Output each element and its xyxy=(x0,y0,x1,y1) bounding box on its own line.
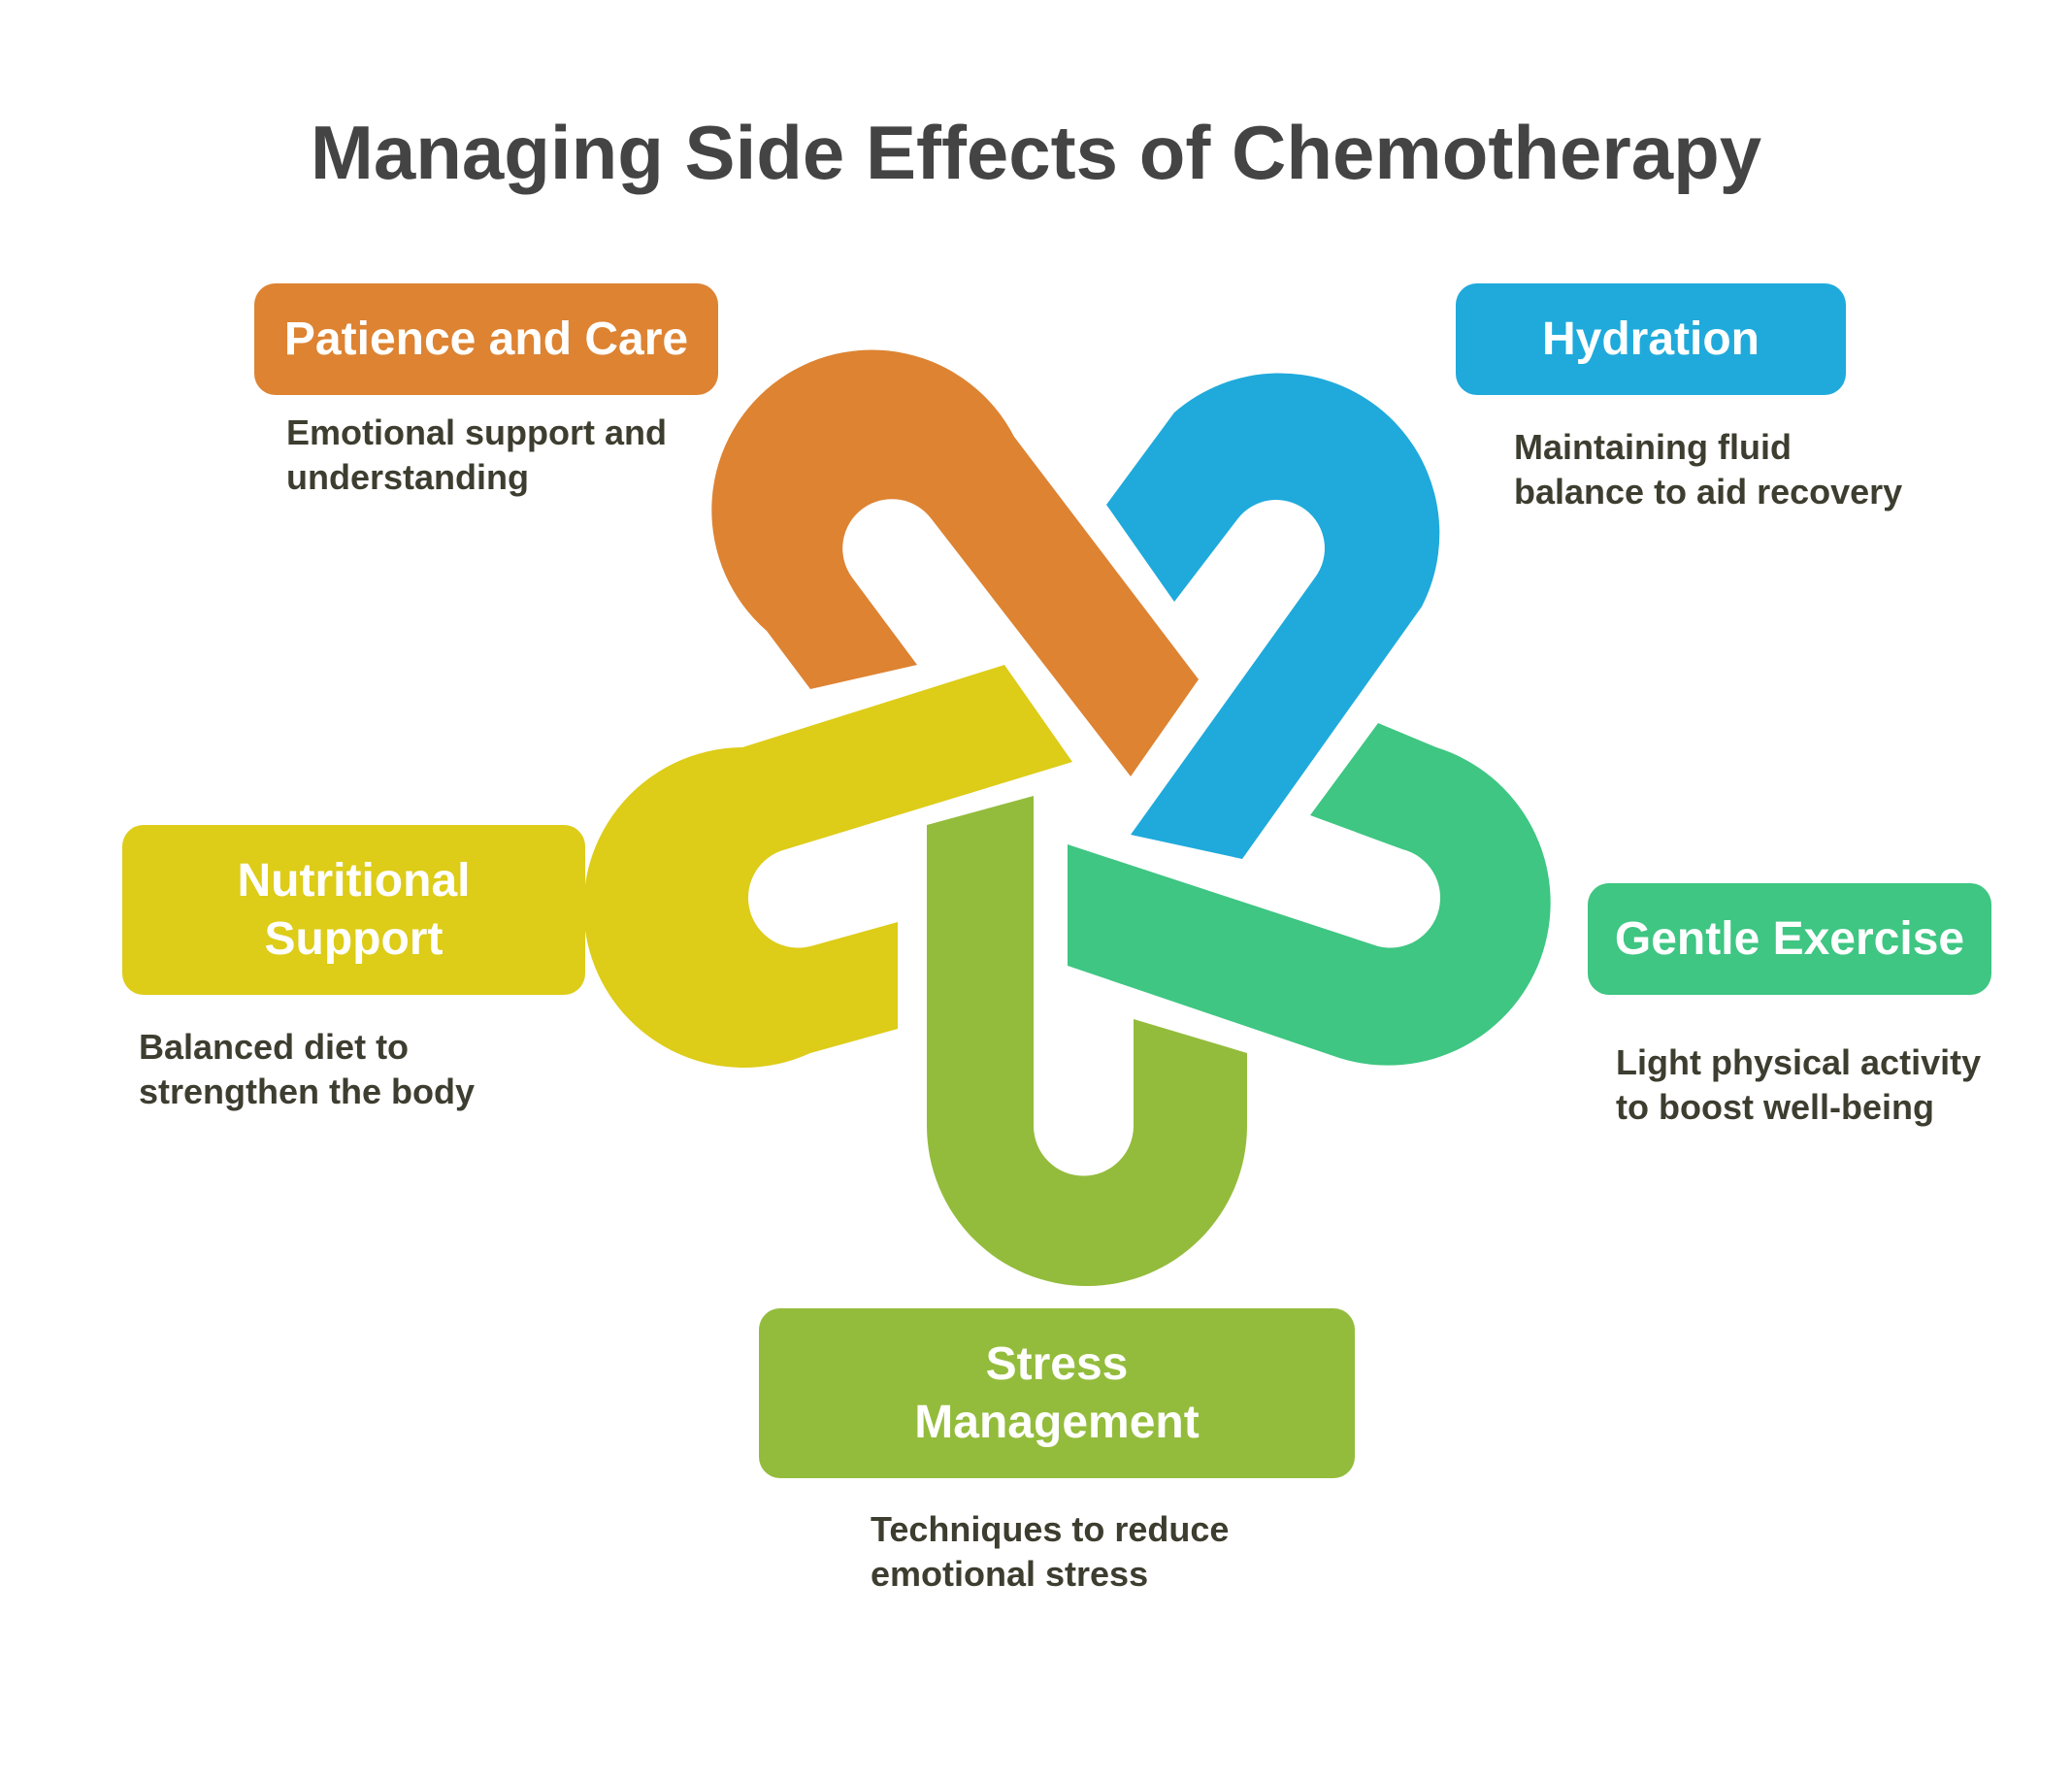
label-line: Support xyxy=(264,912,444,965)
loop-stress xyxy=(927,796,1247,1286)
loop-patience xyxy=(711,349,1199,776)
label-line: Gentle Exercise xyxy=(1614,912,1965,965)
desc-patience-and-care: Emotional support and understanding xyxy=(286,411,667,500)
label-line: Patience and Care xyxy=(283,313,689,365)
label-patience-and-care: Patience and Care xyxy=(254,283,718,395)
desc-nutritional-support: Balanced diet to strengthen the body xyxy=(139,1025,475,1114)
description-line: emotional stress xyxy=(871,1554,1149,1594)
label-line: Nutritional xyxy=(237,854,471,907)
description-line: strengthen the body xyxy=(139,1072,476,1111)
description-line: balance to aid recovery xyxy=(1514,472,1903,511)
description-line: understanding xyxy=(286,457,529,497)
label-line: Stress xyxy=(985,1337,1129,1390)
desc-hydration: Maintaining fluid balance to aid recovery xyxy=(1514,425,1902,514)
description-line: Techniques to reduce xyxy=(871,1509,1230,1549)
label-gentle-exercise: Gentle Exercise xyxy=(1588,883,1991,995)
description-line: Light physical activity xyxy=(1616,1042,1982,1082)
label-line: Hydration xyxy=(1541,313,1760,365)
description-line: to boost well-being xyxy=(1616,1087,1934,1127)
desc-stress-management: Techniques to reduce emotional stress xyxy=(871,1507,1229,1597)
description-line: Emotional support and xyxy=(286,412,667,452)
label-line: Management xyxy=(914,1396,1200,1448)
desc-gentle-exercise: Light physical activity to boost well-bei… xyxy=(1616,1040,1981,1130)
loop-hydration xyxy=(1106,373,1440,859)
loop-exercise xyxy=(1068,723,1551,1066)
description-line: Balanced diet to xyxy=(139,1027,410,1067)
loop-nutritional xyxy=(583,665,1072,1068)
description-line: Maintaining fluid xyxy=(1514,427,1792,467)
label-hydration: Hydration xyxy=(1456,283,1846,395)
page-title: Managing Side Effects of Chemotherapy xyxy=(310,110,1762,195)
